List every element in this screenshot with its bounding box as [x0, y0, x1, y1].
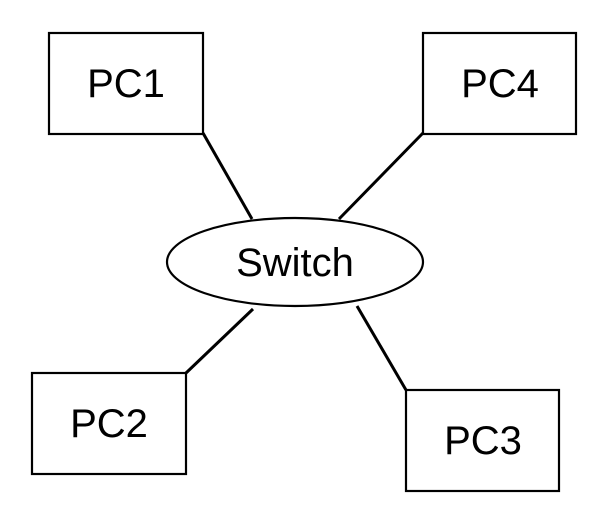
- switch-label: Switch: [236, 241, 354, 285]
- node-pc3: PC3: [404, 388, 561, 493]
- pc4-label: PC4: [461, 62, 539, 106]
- node-pc4: PC4: [421, 31, 578, 136]
- link-pc2-switch: [184, 307, 255, 375]
- pc2-box: [30, 371, 188, 476]
- pc3-box: [404, 388, 561, 493]
- pc4-box: [421, 31, 578, 136]
- pc1-box: [47, 31, 205, 136]
- node-pc2: PC2: [30, 371, 188, 476]
- link-pc4-switch: [337, 131, 425, 221]
- link-pc3-switch: [355, 305, 408, 391]
- link-pc1-switch: [201, 132, 254, 220]
- node-switch: Switch: [165, 216, 425, 308]
- switch-ellipse: [165, 216, 425, 308]
- node-pc1: PC1: [47, 31, 205, 136]
- pc3-label: PC3: [444, 419, 522, 463]
- pc2-label: PC2: [70, 402, 148, 446]
- pc1-label: PC1: [87, 62, 165, 106]
